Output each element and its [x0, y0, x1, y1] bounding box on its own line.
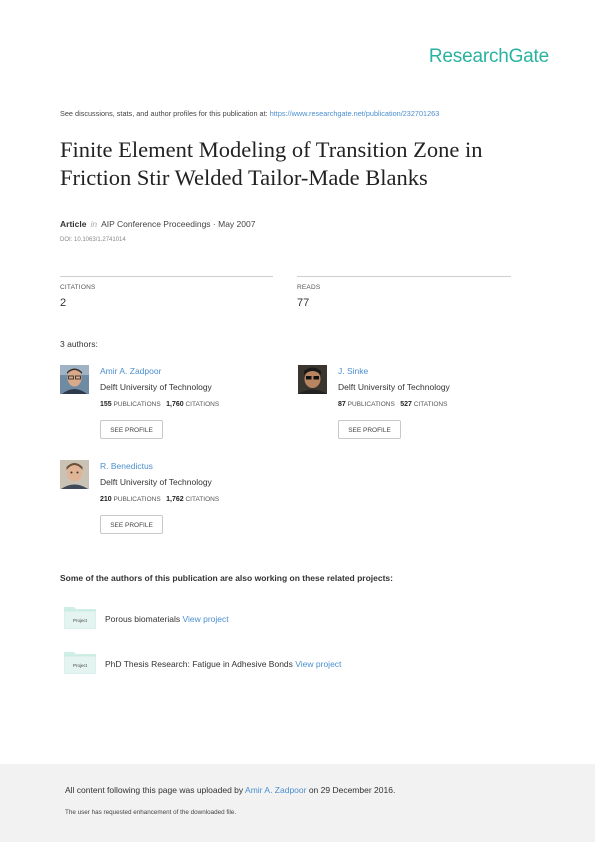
- folder-icon: Project: [63, 652, 97, 675]
- citations-label: CITATIONS: [185, 401, 220, 408]
- publications-count: 155: [100, 401, 112, 408]
- author-institution: Delft University of Technology: [100, 477, 212, 487]
- avatar[interactable]: [60, 460, 89, 489]
- author-institution: Delft University of Technology: [100, 382, 212, 392]
- publication-url-link[interactable]: https://www.researchgate.net/publication…: [269, 109, 440, 118]
- publications-label: PUBLICATIONS: [113, 401, 161, 408]
- see-profile-button[interactable]: SEE PROFILE: [338, 420, 401, 439]
- publications-count: 210: [100, 496, 112, 503]
- avatar[interactable]: [298, 365, 327, 394]
- footer: [0, 764, 595, 842]
- paper-doi: DOI: 10.1063/1.2741014: [60, 237, 126, 243]
- citations-count: 527: [400, 401, 412, 408]
- project-name: PhD Thesis Research: Fatigue in Adhesive…: [105, 659, 296, 669]
- enhancement-note: The user has requested enhancement of th…: [65, 809, 237, 816]
- citations-count: 1,760: [166, 401, 184, 408]
- author-stats: 155 PUBLICATIONS 1,760 CITATIONS: [100, 401, 219, 408]
- author-institution: Delft University of Technology: [338, 382, 450, 392]
- citations-label: CITATIONS: [413, 401, 448, 408]
- discussion-line: See discussions, stats, and author profi…: [60, 109, 439, 118]
- citations-value: 2: [60, 297, 67, 309]
- publications-label: PUBLICATIONS: [113, 496, 161, 503]
- see-profile-button[interactable]: SEE PROFILE: [100, 420, 163, 439]
- see-profile-button[interactable]: SEE PROFILE: [100, 515, 163, 534]
- related-projects-label: Some of the authors of this publication …: [60, 573, 393, 583]
- uploader-link[interactable]: Amir A. Zadpoor: [245, 785, 307, 795]
- reads-value: 77: [297, 297, 310, 309]
- project-name: Porous biomaterials: [105, 614, 183, 624]
- reads-label: READS: [297, 284, 321, 291]
- folder-icon: Project: [63, 607, 97, 630]
- avatar[interactable]: [60, 365, 89, 394]
- author-photo-icon: [60, 365, 89, 394]
- project-folder-icon: Project: [63, 605, 97, 630]
- author-name-link[interactable]: Amir A. Zadpoor: [100, 366, 162, 376]
- related-project-item: PhD Thesis Research: Fatigue in Adhesive…: [105, 659, 341, 669]
- paper-venue: AIP Conference Proceedings · May 2007: [101, 219, 256, 229]
- author-stats: 210 PUBLICATIONS 1,762 CITATIONS: [100, 496, 219, 503]
- paper-title: Finite Element Modeling of Transition Zo…: [60, 137, 483, 190]
- project-icon-label: Project: [73, 663, 88, 668]
- project-icon-label: Project: [73, 618, 88, 623]
- author-name-link[interactable]: J. Sinke: [338, 366, 369, 376]
- project-folder-icon: Project: [63, 650, 97, 675]
- in-label: in: [90, 219, 98, 229]
- author-stats: 87 PUBLICATIONS 527 CITATIONS: [338, 401, 447, 408]
- authors-label: 3 authors:: [60, 339, 98, 349]
- upload-note: All content following this page was uplo…: [65, 785, 395, 795]
- upload-prefix: All content following this page was uplo…: [65, 785, 246, 795]
- citations-label: CITATIONS: [185, 496, 220, 503]
- citations-divider: [60, 276, 273, 277]
- related-project-item: Porous biomaterials View project: [105, 614, 229, 624]
- discussion-text: See discussions, stats, and author profi…: [60, 109, 270, 118]
- citations-count: 1,762: [166, 496, 184, 503]
- citations-label: CITATIONS: [60, 284, 96, 291]
- publications-count: 87: [338, 401, 346, 408]
- researchgate-logo[interactable]: ResearchGate: [428, 46, 549, 67]
- view-project-link[interactable]: View project: [295, 659, 342, 669]
- author-photo-icon: [60, 460, 89, 489]
- paper-type: Article: [60, 219, 87, 229]
- view-project-link[interactable]: View project: [182, 614, 229, 624]
- reads-divider: [297, 276, 511, 277]
- author-name-link[interactable]: R. Benedictus: [100, 461, 153, 471]
- upload-suffix: on 29 December 2016.: [306, 785, 396, 795]
- publications-label: PUBLICATIONS: [347, 401, 395, 408]
- author-photo-icon: [298, 365, 327, 394]
